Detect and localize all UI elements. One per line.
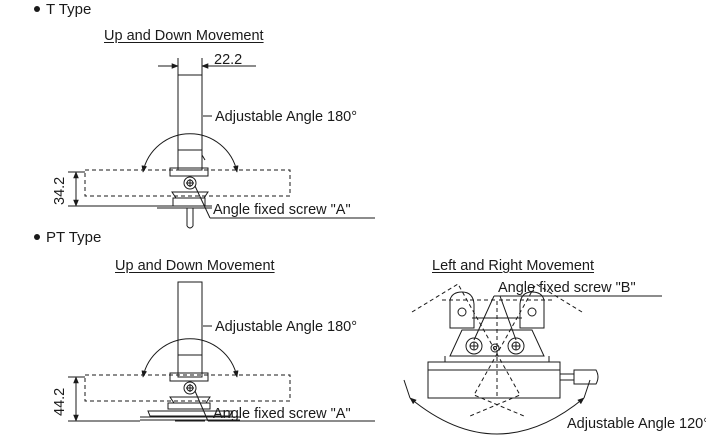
cable <box>560 369 599 385</box>
pt-dimension-height: 44.2 <box>52 387 68 416</box>
center-screw-icon <box>490 343 500 353</box>
screw-b-left-icon <box>465 337 483 355</box>
t-type-drawing <box>68 58 375 229</box>
pt-angle-arc <box>141 338 239 378</box>
t-type-heading: T Type <box>34 2 91 18</box>
angle-120-arc <box>409 397 585 435</box>
pt-type-heading: PT Type <box>34 230 101 246</box>
pt-updown-subtitle: Up and Down Movement <box>115 258 275 274</box>
bracket-ear-left <box>449 291 475 329</box>
pt-leftright-subtitle: Left and Right Movement <box>432 258 595 274</box>
t-screw-a-label: Angle fixed screw "A" <box>213 202 351 218</box>
pt-screw-a-label: Angle fixed screw "A" <box>213 406 351 422</box>
pt-screw-a-icon <box>183 381 197 395</box>
t-type-subtitle: Up and Down Movement <box>104 28 264 44</box>
screw-b-right-icon <box>507 337 525 355</box>
bracket-ear-right <box>519 291 545 329</box>
t-rotation-envelope <box>84 169 291 197</box>
t-dimension-height: 34.2 <box>52 176 68 205</box>
t-angle-arc <box>141 133 239 173</box>
light-base-plate <box>427 361 561 399</box>
bullet-icon <box>34 234 40 240</box>
pt-rotation-envelope <box>84 374 291 402</box>
t-angle-label: Adjustable Angle 180° <box>215 109 358 125</box>
pt-light-body <box>177 281 203 378</box>
pt-screw-b-label: Angle fixed screw "B" <box>498 280 636 296</box>
t-dimension-width: 22.2 <box>214 52 243 68</box>
pt-angle-120-label: Adjustable Angle 120° <box>567 416 706 432</box>
bullet-icon <box>34 6 40 12</box>
t-screw-a-icon <box>183 176 197 190</box>
pt-angle-label: Adjustable Angle 180° <box>215 319 358 335</box>
pt-type-heading-text: PT Type <box>46 229 102 246</box>
t-light-body <box>177 74 203 171</box>
pt-type-leftright-drawing <box>403 283 662 435</box>
t-type-heading-text: T Type <box>46 1 92 18</box>
pt-type-updown-drawing <box>68 281 375 422</box>
